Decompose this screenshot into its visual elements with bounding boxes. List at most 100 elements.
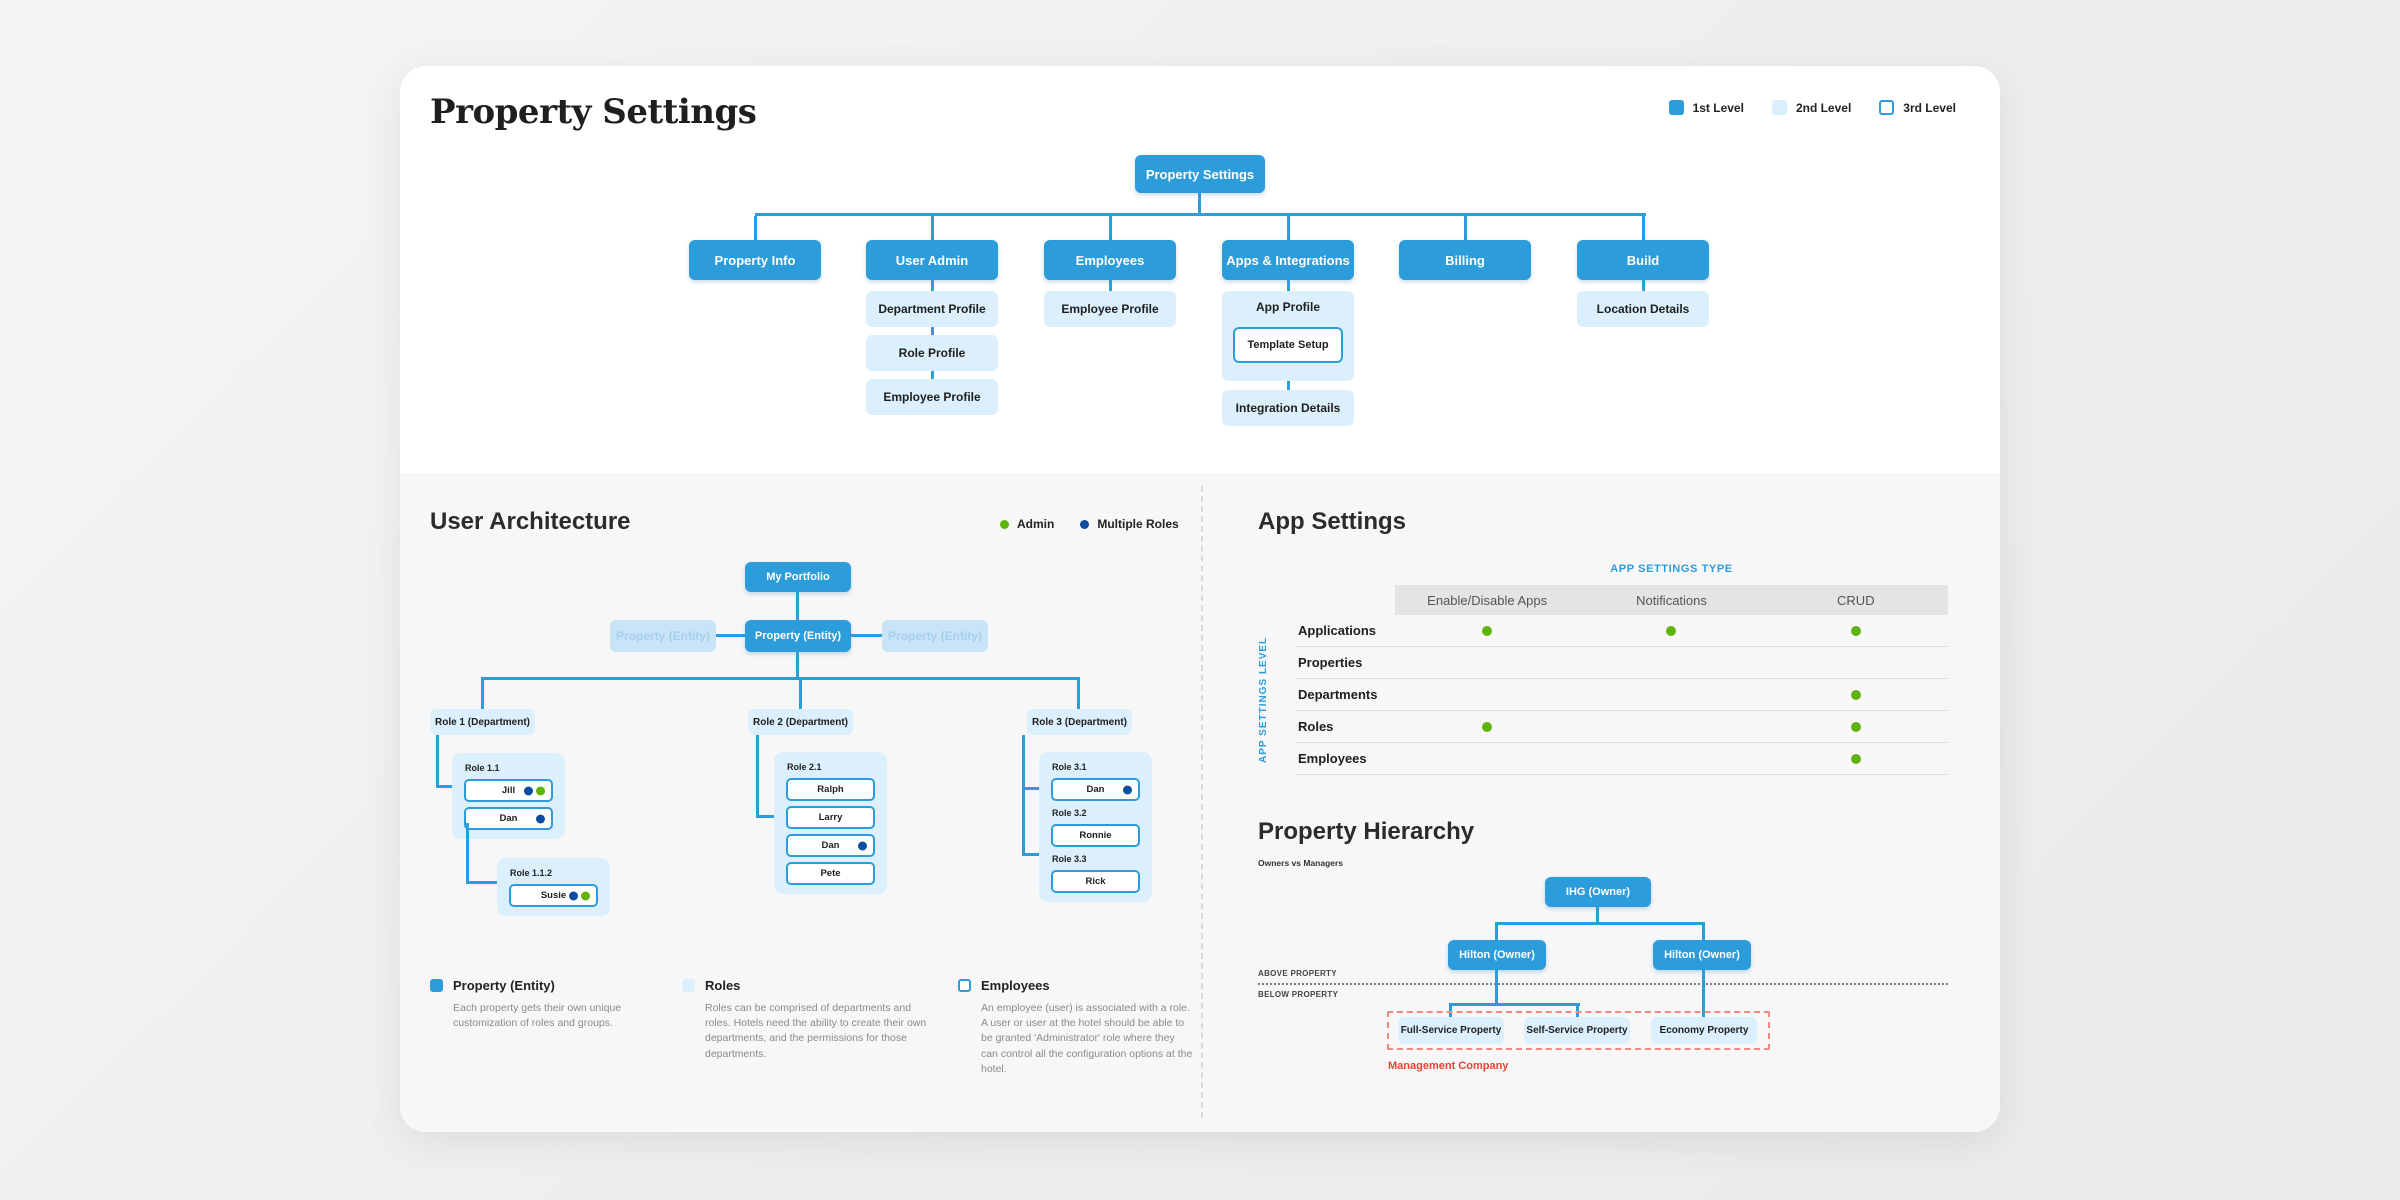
connector-line <box>1495 922 1705 925</box>
connector-line <box>1702 970 1705 1017</box>
enabled-dot-icon <box>1850 689 1861 700</box>
connector-line <box>755 213 1646 216</box>
node-label: App Profile <box>1255 300 1320 314</box>
enabled-dot-icon <box>1850 625 1861 636</box>
employee-pill: Rick <box>1051 870 1140 893</box>
node-property-settings: Property Settings <box>1135 155 1265 193</box>
connector-line <box>1077 680 1080 709</box>
above-property-label: ABOVE PROPERTY <box>1258 969 1337 978</box>
connector-line <box>1449 1003 1580 1006</box>
node-property-entity-faded: Property (Entity) <box>882 620 988 652</box>
legend-label: Multiple Roles <box>1097 517 1179 531</box>
node-role3-department: Role 3 (Department) <box>1027 709 1132 735</box>
node-property-entity: Property (Entity) <box>745 620 851 652</box>
app-settings-row-label: Employees <box>1298 751 1367 766</box>
connector-line <box>1464 216 1467 240</box>
connector-line <box>1642 280 1645 291</box>
legend-card-property-entity: Property (Entity) Each property gets the… <box>430 978 645 1031</box>
connector-line <box>931 371 934 379</box>
connector-line <box>1596 907 1599 922</box>
employee-pill: Jill <box>464 779 553 802</box>
admin-dot-icon <box>1000 519 1009 529</box>
level3-swatch-icon <box>958 979 971 992</box>
employee-name: Dan <box>821 840 840 851</box>
app-settings-row-label: Properties <box>1298 655 1363 670</box>
level2-swatch-icon <box>682 979 695 992</box>
legend-item-level2: 2nd Level <box>1771 100 1851 115</box>
legend-card-head: Employees <box>958 978 1193 993</box>
node-location-details: Location Details <box>1577 291 1709 327</box>
legend-card-title: Employees <box>981 978 1050 993</box>
multiple-roles-dot-icon <box>858 841 867 850</box>
enabled-dot-icon <box>1850 753 1861 764</box>
connector-line <box>756 735 759 818</box>
connector-line <box>931 327 934 335</box>
permission-cell <box>1764 721 1948 732</box>
below-property-label: BELOW PROPERTY <box>1258 990 1339 999</box>
node-ihg-owner: IHG (Owner) <box>1545 877 1651 907</box>
connector-line <box>851 634 882 637</box>
connector-line <box>796 652 799 677</box>
employee-pill: Dan <box>1051 778 1140 801</box>
enabled-dot-icon <box>1850 721 1861 732</box>
employee-name: Jill <box>501 785 516 796</box>
multiple-roles-dot-icon <box>1123 785 1132 794</box>
app-settings-row: Properties <box>1295 647 1948 679</box>
user-architecture-heading: User Architecture <box>430 508 631 535</box>
node-build: Build <box>1577 240 1709 280</box>
app-settings-row-label: Roles <box>1298 719 1334 734</box>
legend-card-description: Each property gets their own unique cust… <box>453 1002 622 1030</box>
app-settings-row: Employees <box>1295 743 1948 775</box>
legend-card-description: Roles can be comprised of departments an… <box>705 1002 927 1060</box>
connector-line <box>1198 193 1201 213</box>
level-legend: 1st Level 2nd Level 3rd Level <box>1668 100 1956 115</box>
connector-line <box>466 823 469 884</box>
connector-line <box>931 280 934 291</box>
employee-pill: Pete <box>786 862 875 885</box>
employee-name: Ralph <box>817 784 844 795</box>
connector-line <box>1642 216 1645 240</box>
node-role2-department: Role 2 (Department) <box>748 709 853 735</box>
connector-line <box>1022 853 1042 856</box>
enabled-dot-icon <box>1482 721 1493 732</box>
employee-name: Pete <box>820 868 841 879</box>
role-dots <box>569 891 590 900</box>
connector-line <box>754 216 757 240</box>
node-apps-integrations: Apps & Integrations <box>1222 240 1354 280</box>
connector-line <box>1576 1003 1579 1017</box>
employee-pill: Larry <box>786 806 875 829</box>
permission-cell <box>1395 625 1579 636</box>
column-header: CRUD <box>1837 592 1875 608</box>
node-property-info: Property Info <box>689 240 821 280</box>
management-company-label: Management Company <box>1388 1060 1509 1072</box>
role-group-label: Role 2.1 <box>787 762 822 772</box>
legend-item-admin: Admin <box>1000 517 1054 531</box>
node-economy-property: Economy Property <box>1651 1017 1757 1044</box>
employee-name: Larry <box>818 812 843 823</box>
connector-line <box>1022 787 1042 790</box>
node-role-profile: Role Profile <box>866 335 998 371</box>
level1-swatch-icon <box>430 979 443 992</box>
permission-cell <box>1579 625 1763 636</box>
legend-item-level3: 3rd Level <box>1879 100 1956 115</box>
permission-cell <box>1764 753 1948 764</box>
app-settings-heading: App Settings <box>1258 508 1406 535</box>
level1-swatch-icon <box>1668 100 1684 115</box>
app-settings-row: Departments <box>1295 679 1948 711</box>
enabled-dot-icon <box>1666 625 1677 636</box>
role-group-label: Role 1.1 <box>465 763 500 773</box>
multiple-roles-dot-icon <box>536 814 545 823</box>
node-integration-details: Integration Details <box>1222 390 1354 426</box>
admin-dot-icon <box>536 786 545 795</box>
employee-pill: Dan <box>786 834 875 857</box>
permission-cell <box>1764 625 1948 636</box>
app-settings-row: Applications <box>1295 615 1948 647</box>
